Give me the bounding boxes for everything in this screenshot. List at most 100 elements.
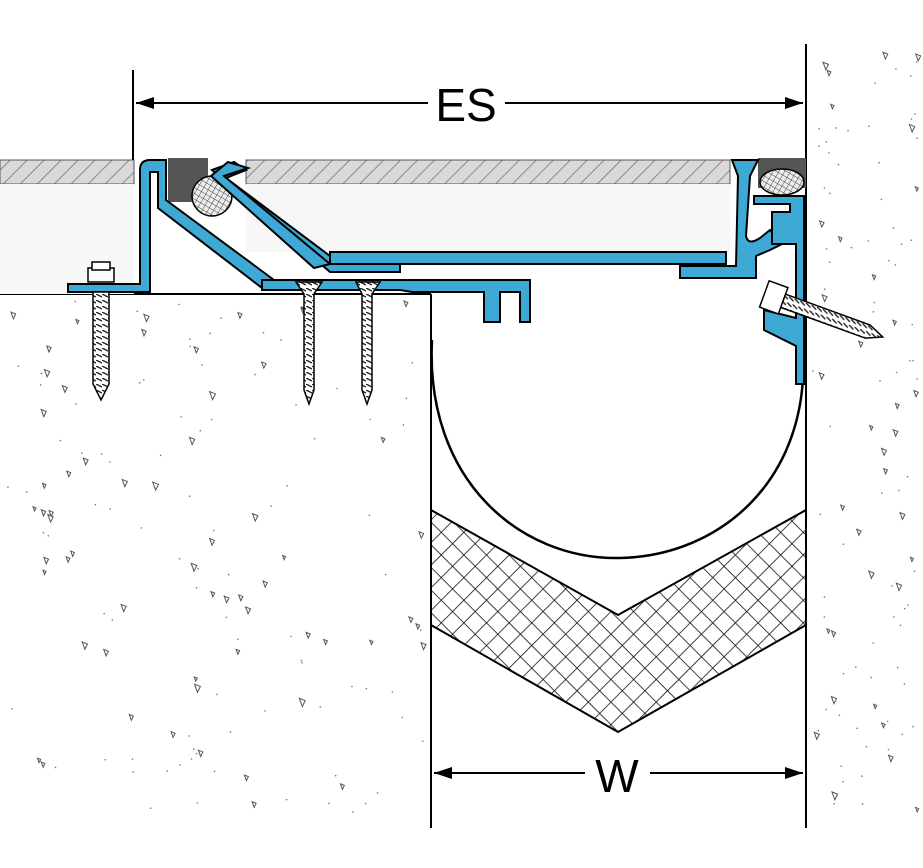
- concrete-aggregate: [829, 103, 835, 111]
- concrete-dot: [111, 619, 114, 621]
- concrete-aggregate: [415, 622, 421, 631]
- concrete-aggregate: [151, 481, 160, 492]
- concrete-dot: [825, 141, 828, 143]
- concrete-aggregate: [369, 639, 374, 646]
- concrete-dot: [912, 725, 914, 728]
- concrete-aggregate: [892, 428, 899, 438]
- vapor-barrier: [430, 339, 805, 560]
- concrete-aggregate: [223, 595, 230, 605]
- concrete-dot: [159, 454, 162, 457]
- concrete-aggregate: [880, 722, 886, 730]
- concrete-aggregate: [839, 504, 846, 512]
- concrete-aggregate: [868, 424, 874, 432]
- concrete-dot: [17, 365, 20, 367]
- dimension-label-w: W: [595, 750, 639, 802]
- concrete-dot: [104, 758, 107, 761]
- concrete-dot: [209, 332, 211, 335]
- concrete-aggregate: [36, 757, 42, 764]
- concrete-dot: [47, 534, 50, 537]
- concrete-dot: [227, 573, 230, 576]
- concrete-dot: [132, 771, 135, 773]
- concrete-dot: [179, 764, 181, 766]
- concrete-dot: [842, 672, 845, 675]
- concrete-aggregate: [237, 594, 244, 603]
- concrete-dot: [850, 246, 853, 249]
- concrete-dot: [7, 486, 9, 488]
- concrete-aggregate: [830, 695, 838, 706]
- concrete-dot: [201, 364, 203, 366]
- concrete-dot: [874, 82, 876, 85]
- concrete-dot: [838, 714, 841, 717]
- concrete-dot: [855, 666, 857, 669]
- concrete-dot: [856, 727, 858, 730]
- fire-barrier: [430, 508, 807, 734]
- concrete-aggregate: [69, 550, 76, 558]
- concrete-dot: [892, 227, 895, 229]
- concrete-dot: [103, 612, 105, 615]
- concrete-dot: [213, 770, 216, 773]
- concrete-aggregate: [813, 731, 820, 741]
- concrete-dot: [906, 475, 909, 478]
- concrete-dot: [886, 720, 889, 723]
- concrete-dot: [913, 570, 916, 573]
- concrete-aggregate: [32, 505, 37, 513]
- concrete-dot: [351, 685, 353, 688]
- concrete-dot: [912, 360, 914, 362]
- concrete-dot: [313, 437, 316, 440]
- concrete-dot: [286, 485, 289, 487]
- concrete-dot: [229, 731, 232, 733]
- concrete-dot: [142, 379, 145, 381]
- floor-finish-middle: [245, 159, 731, 252]
- concrete-dot: [369, 418, 372, 421]
- concrete-dot: [136, 310, 139, 313]
- concrete-aggregate: [826, 69, 832, 77]
- concrete-aggregate: [322, 638, 329, 646]
- concrete-dot: [54, 766, 57, 769]
- concrete-dot: [216, 693, 218, 696]
- concrete-dot: [401, 716, 404, 719]
- concrete-dot: [166, 770, 169, 772]
- concrete-dot: [823, 187, 826, 189]
- cover-plate-top: [329, 251, 727, 265]
- concrete-dot: [837, 163, 840, 166]
- concrete-dot: [910, 118, 913, 120]
- concrete-aggregate: [880, 447, 888, 457]
- concrete-aggregate: [914, 185, 920, 193]
- concrete-slab-left: [0, 293, 432, 828]
- concrete-dot: [878, 161, 880, 164]
- concrete-aggregate: [40, 761, 46, 769]
- concrete-dot: [828, 261, 831, 264]
- concrete-dot: [197, 567, 200, 570]
- concrete-dot: [80, 452, 83, 454]
- concrete-aggregate: [40, 508, 47, 518]
- concrete-dot: [914, 113, 916, 115]
- concrete-aggregate: [40, 408, 48, 418]
- concrete-aggregate: [65, 470, 72, 478]
- concrete-dot: [828, 152, 830, 154]
- concrete-dot: [825, 248, 828, 250]
- concrete-aggregate: [208, 390, 217, 402]
- concrete-dot: [895, 68, 897, 70]
- concrete-dot: [195, 752, 198, 755]
- concrete-dot: [842, 780, 844, 783]
- concrete-dot: [842, 543, 845, 545]
- concrete-dot: [903, 683, 906, 685]
- aluminum-frame-right: [679, 159, 784, 279]
- concrete-dot: [915, 61, 918, 63]
- concrete-aggregate: [818, 371, 825, 381]
- concrete-dot: [193, 748, 195, 751]
- concrete-dot: [100, 453, 103, 455]
- concrete-dot: [419, 629, 422, 632]
- concrete-aggregate: [262, 580, 269, 589]
- concrete-dot: [823, 288, 826, 290]
- concrete-aggregate: [48, 509, 54, 518]
- concrete-aggregate: [121, 478, 129, 488]
- concrete-aggregate: [81, 641, 89, 651]
- concrete-dot: [834, 127, 837, 129]
- concrete-aggregate: [298, 697, 306, 708]
- concrete-aggregate: [235, 648, 241, 656]
- concrete-dot: [880, 492, 883, 494]
- concrete-dot: [300, 659, 303, 662]
- concrete-aggregate: [305, 631, 311, 640]
- concrete-dot: [872, 642, 875, 644]
